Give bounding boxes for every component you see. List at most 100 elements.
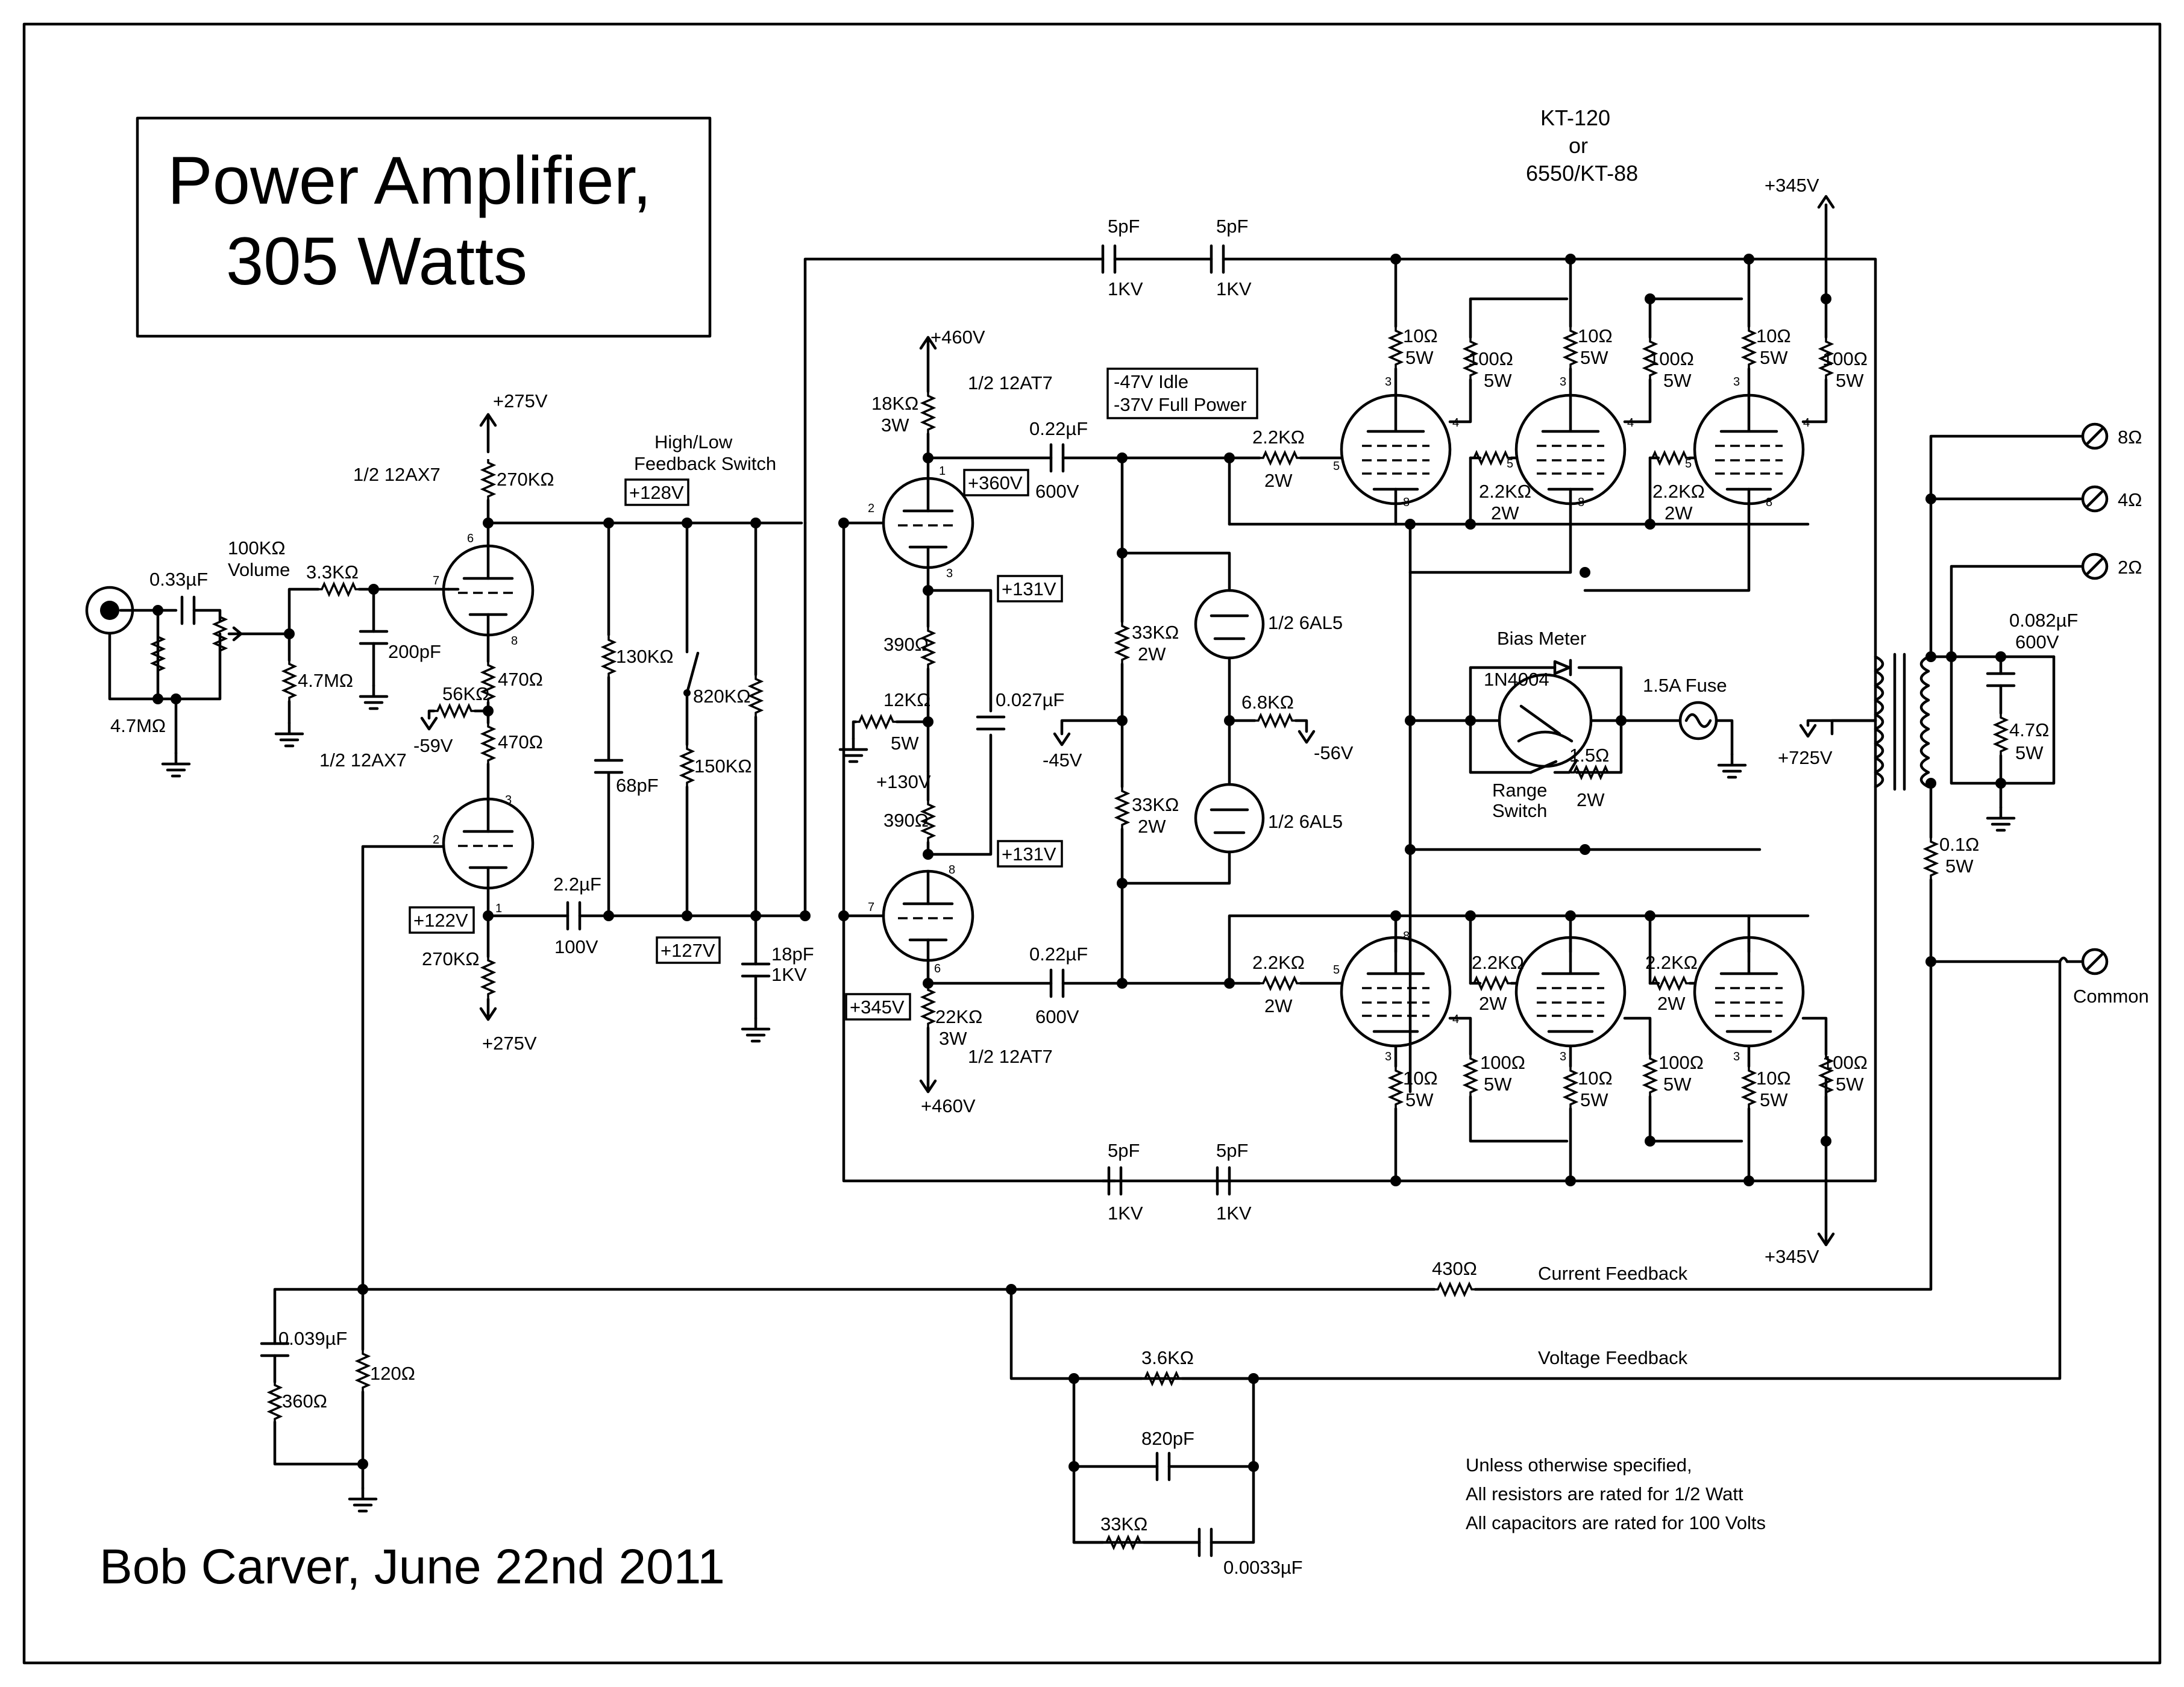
label-2.2kohm-4: 2.2KΩ <box>1252 952 1305 973</box>
label-5pf-c: 5pF <box>1108 1140 1140 1161</box>
title-line2: 305 Watts <box>226 224 527 299</box>
label-100ohm-5w: 5W <box>1663 1074 1692 1095</box>
pin-v2b-8: 8 <box>949 863 955 877</box>
label-10ohm-1: 10Ω <box>1403 325 1438 346</box>
tube-v2b-label: 1/2 12AT7 <box>968 1046 1053 1067</box>
label-470ohm-b: 470Ω <box>498 731 543 753</box>
tube-v1a-label: 1/2 12AX7 <box>353 464 441 485</box>
pin-o1-3: 3 <box>1385 375 1392 389</box>
label-100ohm-6w: 5W <box>1836 1074 1864 1095</box>
label-600v-a: 600V <box>1035 481 1079 502</box>
label-0.33uf: 0.33µF <box>149 569 208 590</box>
label-100ohm-4: 100Ω <box>1480 1052 1525 1073</box>
pin-v2b-6: 6 <box>934 962 941 975</box>
label-100ohm-1: 100Ω <box>1468 348 1513 369</box>
pin-v1b-1: 1 <box>495 902 502 915</box>
tube-v1b-label: 1/2 12AX7 <box>319 750 407 771</box>
label-1.5ohm-w: 2W <box>1577 789 1605 810</box>
label-4.7mohm-a: 4.7MΩ <box>110 715 166 736</box>
label-33kohm-a-w: 2W <box>1138 643 1166 665</box>
label-2.2kohm-3: 2.2KΩ <box>1652 481 1705 502</box>
pin-o1-8: 8 <box>1403 496 1410 509</box>
label-33kohm-a: 33KΩ <box>1132 622 1179 643</box>
bias-note-idle: -47V Idle <box>1114 371 1188 392</box>
label-130kohm: 130KΩ <box>616 646 674 667</box>
pin-o4-8: 8 <box>1403 930 1410 943</box>
bias-note-full: -37V Full Power <box>1114 394 1247 415</box>
pin-v1b-2: 2 <box>433 833 439 847</box>
label-360ohm: 360Ω <box>282 1391 327 1412</box>
label-5pf-b: 5pF <box>1216 216 1248 237</box>
label-range-a: Range <box>1492 780 1547 801</box>
label-2.2kohm-4w: 2W <box>1264 995 1293 1016</box>
boxed-v127: +127V <box>661 940 715 961</box>
label-100ohm-3: 100Ω <box>1822 348 1868 369</box>
tube-type-line3: 6550/KT-88 <box>1526 161 1638 186</box>
label-10ohm-2: 10Ω <box>1578 325 1613 346</box>
label-10ohm-3w: 5W <box>1760 347 1788 368</box>
label-820kohm: 820KΩ <box>693 686 751 707</box>
label-4.7ohm: 4.7Ω <box>2009 719 2049 740</box>
label-390ohm-a: 390Ω <box>883 634 929 655</box>
label-0.0033uf: 0.0033µF <box>1223 1557 1303 1578</box>
label-2.2kohm-6: 2.2KΩ <box>1645 952 1698 973</box>
label-22kohm-w: 3W <box>939 1028 967 1049</box>
label-0.22uf-b: 0.22µF <box>1029 944 1088 965</box>
tube-v2a-label: 1/2 12AT7 <box>968 372 1053 393</box>
label-0.1ohm: 0.1Ω <box>1939 834 1979 855</box>
label-10ohm-5: 10Ω <box>1578 1068 1613 1089</box>
label-100ohm-2: 100Ω <box>1649 348 1694 369</box>
pin-v1a-6: 6 <box>467 532 474 545</box>
label-100ohm-1w: 5W <box>1484 370 1512 391</box>
label-2.2kohm-2w: 2W <box>1491 502 1519 524</box>
label-2.2kohm-3w: 2W <box>1665 502 1693 524</box>
label-2.2kohm-5w: 2W <box>1479 993 1507 1014</box>
pin-v2a-3: 3 <box>946 567 953 580</box>
label-3.6kohm: 3.6KΩ <box>1141 1347 1194 1368</box>
label-10ohm-1w: 5W <box>1405 347 1434 368</box>
volt-neg45: -45V <box>1043 750 1082 771</box>
label-68pf: 68pF <box>616 775 659 796</box>
label-2.2uf: 2.2µF <box>553 874 601 895</box>
label-100ohm-5: 100Ω <box>1658 1052 1704 1073</box>
pin-v2b-7: 7 <box>868 901 874 914</box>
volt-345-bot: +345V <box>1765 1246 1819 1267</box>
terminal-2ohm: 2Ω <box>2118 557 2142 578</box>
label-range-b: Switch <box>1492 800 1547 821</box>
pin-o1-5: 5 <box>1333 460 1340 473</box>
boxed-v131b: +131V <box>1002 844 1056 865</box>
label-600v-b: 600V <box>1035 1006 1079 1027</box>
volt-275-bot: +275V <box>482 1033 537 1054</box>
boxed-v345: +345V <box>850 997 905 1018</box>
boxed-v131a: +131V <box>1002 578 1056 599</box>
label-150kohm: 150KΩ <box>694 756 752 777</box>
note-line1: Unless otherwise specified, <box>1466 1454 1692 1476</box>
label-12kohm-w: 5W <box>891 733 919 754</box>
label-0.039uf: 0.039µF <box>278 1328 347 1349</box>
pin-o6-3: 3 <box>1733 1050 1740 1063</box>
label-18pf-volt: 1KV <box>771 964 807 985</box>
label-1kv-b: 1KV <box>1216 278 1252 299</box>
tube-type-line2: or <box>1569 133 1588 158</box>
sheet-border <box>22 22 2162 1665</box>
volt-275-top: +275V <box>493 390 548 412</box>
label-fb-switch-a: High/Low <box>654 431 733 452</box>
label-3.3kohm: 3.3KΩ <box>306 562 359 583</box>
label-12kohm: 12KΩ <box>883 689 930 710</box>
label-1.5ohm: 1.5Ω <box>1569 745 1609 766</box>
label-0.22uf-a: 0.22µF <box>1029 418 1088 439</box>
boxed-v360: +360V <box>968 472 1023 493</box>
label-current-feedback: Current Feedback <box>1538 1263 1688 1284</box>
tube-d1-label: 1/2 6AL5 <box>1268 612 1343 633</box>
label-1kv-a: 1KV <box>1108 278 1143 299</box>
label-0.082uf: 0.082µF <box>2009 610 2078 631</box>
label-0.027uf: 0.027µF <box>996 689 1064 710</box>
note-line3: All capacitors are rated for 100 Volts <box>1466 1512 1766 1533</box>
label-10ohm-4: 10Ω <box>1403 1068 1438 1089</box>
label-volume-value: 100KΩ <box>228 537 286 559</box>
label-820pf: 820pF <box>1141 1428 1194 1449</box>
pin-o4-5: 5 <box>1333 963 1340 977</box>
volt-345-top: +345V <box>1765 175 1819 196</box>
label-5pf-a: 5pF <box>1108 216 1140 237</box>
pin-o3-3: 3 <box>1733 375 1740 389</box>
